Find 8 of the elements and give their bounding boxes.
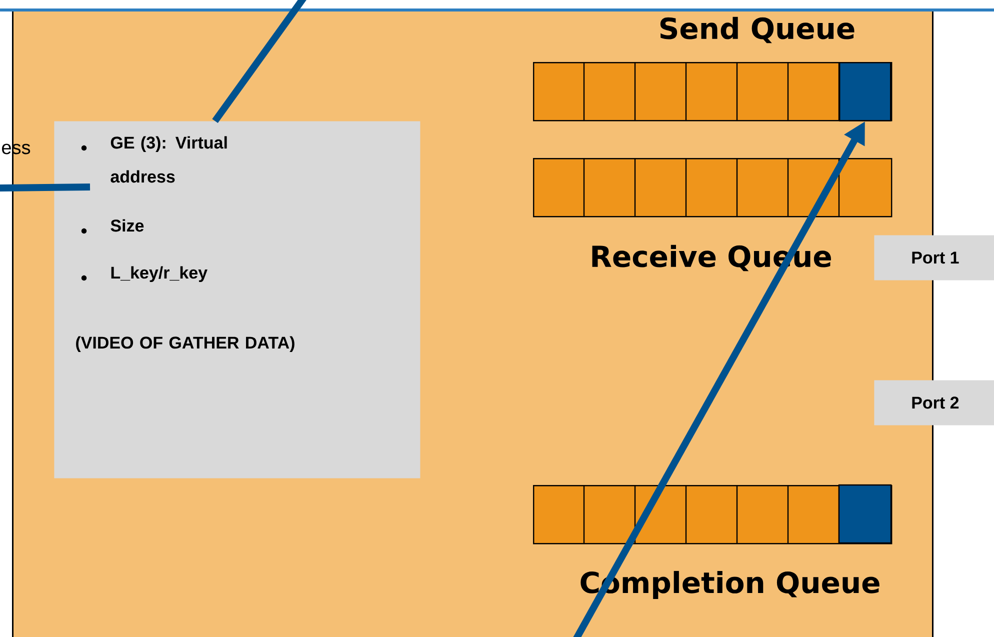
- queue-slot: [839, 62, 892, 122]
- list-item: L_key/r_key: [111, 266, 208, 282]
- port-box: Port 1: [874, 235, 994, 280]
- queue-title: Send Queue: [660, 16, 854, 44]
- note: (VIDEO OF GATHER DATA): [76, 336, 294, 352]
- list-item: GE (3): Virtual address: [110, 136, 227, 183]
- port-box: Port 2: [874, 380, 994, 426]
- list-item: Size: [110, 219, 144, 232]
